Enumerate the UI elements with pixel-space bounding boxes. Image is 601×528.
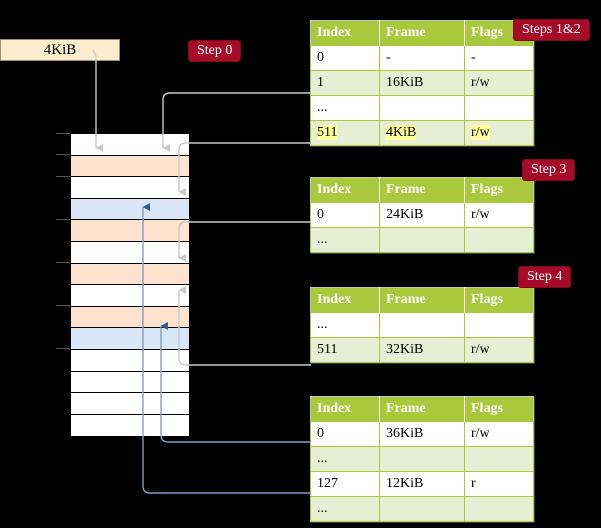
cell-frame: [379, 95, 465, 121]
memory-tick: [56, 348, 70, 349]
cell-frame: 32KiB: [379, 337, 465, 363]
cell-index: 0: [310, 45, 380, 71]
table-row[interactable]: ...: [310, 446, 534, 472]
cell-frame: 4KiB: [379, 120, 465, 146]
memory-cell: [71, 414, 189, 437]
table-row[interactable]: ...: [310, 95, 534, 121]
memory-cell: [71, 328, 189, 350]
cell-frame: 36KiB: [379, 421, 465, 447]
wire-step4: [178, 286, 311, 366]
memory-tick: [56, 176, 70, 177]
memory-cell: [71, 349, 189, 372]
cell-flags: [464, 446, 534, 472]
cell-frame: 16KiB: [379, 70, 465, 96]
memory-cell: [71, 371, 189, 394]
table-row[interactable]: ...: [310, 227, 534, 253]
cell-flags: r/w: [464, 202, 534, 228]
wire-steps12-b: [178, 142, 311, 196]
cell-index: 511: [310, 120, 380, 146]
badge-step-3: Step 3: [522, 159, 576, 181]
memory-tick: [56, 305, 70, 306]
badge-step-0: Step 0: [188, 40, 242, 62]
cell-frame: [379, 312, 465, 338]
column-header-frame: Frame: [379, 287, 465, 313]
memory-tick: [56, 154, 70, 155]
memory-tick: [56, 262, 70, 263]
cell-index: ...: [310, 446, 380, 472]
memory-cell: [71, 220, 189, 242]
cell-flags: [464, 496, 534, 522]
cell-flags: [464, 312, 534, 338]
cell-flags: r/w: [464, 337, 534, 363]
cell-frame: [379, 227, 465, 253]
cell-flags: r/w: [464, 70, 534, 96]
cell-flags: r/w: [464, 421, 534, 447]
column-header-frame: Frame: [379, 177, 465, 203]
column-header-frame: Frame: [379, 20, 465, 46]
memory-cell: [71, 285, 189, 307]
memory-cell: [71, 198, 189, 221]
badge-step-4: Step 4: [518, 266, 572, 288]
cell-index: 0: [310, 202, 380, 228]
column-header-index: Index: [310, 396, 380, 422]
cell-flags: [464, 95, 534, 121]
badge-steps-1-2: Steps 1&2: [513, 19, 590, 41]
cell-index: 0: [310, 421, 380, 447]
memory-frame-label: 4KiB: [0, 39, 120, 61]
cell-index: ...: [310, 227, 380, 253]
cell-frame: 12KiB: [379, 471, 465, 497]
physical-memory-column: [70, 133, 190, 437]
cell-index: 1: [310, 70, 380, 96]
cell-index: ...: [310, 496, 380, 522]
memory-cell: [71, 263, 189, 286]
cell-flags: r/w: [464, 120, 534, 146]
cell-index: 127: [310, 471, 380, 497]
cell-frame: [379, 496, 465, 522]
column-header-flags: Flags: [464, 287, 534, 313]
column-header-flags: Flags: [464, 396, 534, 422]
table-row[interactable]: ...: [310, 312, 534, 338]
cell-flags: [464, 227, 534, 253]
cell-index: ...: [310, 95, 380, 121]
memory-tick: [56, 133, 70, 134]
cell-frame: [379, 446, 465, 472]
cell-flags: r: [464, 471, 534, 497]
memory-cell: [71, 306, 189, 329]
wire-step3: [178, 221, 311, 262]
memory-cell: [71, 134, 189, 156]
cell-index: ...: [310, 312, 380, 338]
memory-cell: [71, 155, 189, 178]
memory-tick: [56, 219, 70, 220]
table-row[interactable]: 0--: [310, 45, 534, 71]
column-header-index: Index: [310, 20, 380, 46]
cell-frame: -: [379, 45, 465, 71]
column-header-flags: Flags: [464, 177, 534, 203]
column-header-frame: Frame: [379, 396, 465, 422]
cell-frame: 24KiB: [379, 202, 465, 228]
memory-cell: [71, 393, 189, 415]
column-header-index: Index: [310, 287, 380, 313]
table-row[interactable]: ...: [310, 496, 534, 522]
cell-flags: -: [464, 45, 534, 71]
memory-cell: [71, 177, 189, 199]
column-header-index: Index: [310, 177, 380, 203]
memory-cell: [71, 241, 189, 264]
cell-index: 511: [310, 337, 380, 363]
